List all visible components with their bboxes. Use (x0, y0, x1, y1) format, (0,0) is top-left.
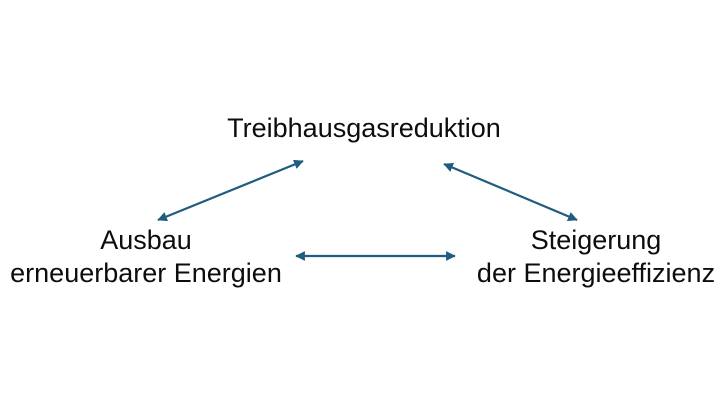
node-label-line-1: Ausbau (100, 225, 192, 255)
node-label-line-1: Treibhausgasreduktion (227, 113, 501, 143)
node-label-line-1: Steigerung (530, 225, 662, 255)
arrow-top-node-to-right-node (443, 162, 578, 222)
node-label-line-2: der Energieeffizienz (476, 258, 716, 288)
node-treibhausgasreduktion: Treibhausgasreduktion (0, 112, 728, 145)
node-ausbau-erneuerbarer-energien: Ausbau erneuerbarer Energien (0, 224, 432, 290)
node-label-line-2: erneuerbarer Energien (10, 258, 282, 288)
arrow-left-node-to-top-node (157, 159, 304, 222)
node-steigerung-der-energieeffizienz: Steigerung der Energieeffizienz (310, 224, 728, 290)
